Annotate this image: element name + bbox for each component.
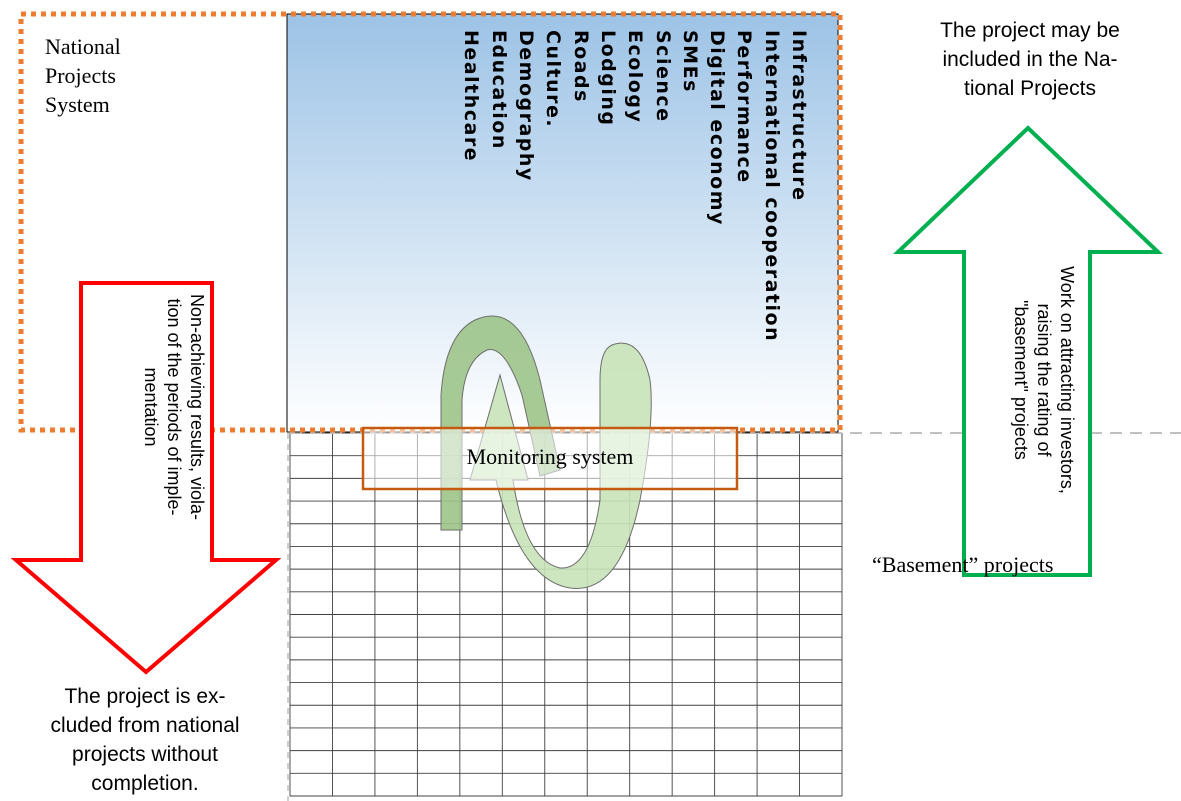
- exclusion-arrow: [10, 281, 282, 675]
- project-item: International cooperation: [760, 30, 783, 343]
- exclusion-outcome-line: cluded from national: [50, 714, 240, 737]
- monitoring-system-label: Monitoring system: [466, 444, 634, 469]
- system-label-line: Projects: [45, 63, 116, 88]
- inclusion-reason-line: raising the rating of: [1034, 303, 1054, 457]
- project-item: Ecology: [624, 30, 647, 124]
- exclusion-arrow-text: Non-achieving results, viola- tion of th…: [139, 292, 208, 522]
- inclusion-arrow: [893, 125, 1163, 577]
- monitoring-system-box: [361, 426, 739, 491]
- system-label-line: National: [45, 34, 121, 59]
- cycle-arrow-front: [469, 342, 652, 589]
- national-projects-list: Infrastructure International cooperation…: [312, 30, 812, 430]
- exclusion-outcome-line: projects without: [72, 743, 218, 766]
- project-item: SMEs: [678, 30, 701, 93]
- project-item: Performance: [733, 30, 756, 184]
- project-item: Healthcare: [460, 30, 483, 163]
- exclusion-reason-line: tion of the periods of imple-: [164, 298, 184, 516]
- cycle-arrow-back: [440, 315, 561, 531]
- project-item: Education: [487, 30, 510, 150]
- project-item: Lodging: [596, 30, 619, 127]
- inclusion-outcome-label: The project may be included in the Na- t…: [890, 16, 1170, 103]
- inclusion-reason-line: "basement" projects: [1011, 300, 1031, 460]
- exclusion-outcome-line: The project is ex-: [64, 685, 226, 708]
- inclusion-reason-line: Work on attracting investors,: [1057, 266, 1077, 494]
- project-item: Digital economy: [706, 30, 729, 226]
- project-item: Roads: [569, 30, 592, 103]
- exclusion-outcome-line: completion.: [91, 772, 199, 795]
- cycle-arrows: [440, 315, 652, 589]
- project-item: Culture.: [542, 30, 565, 129]
- inclusion-outcome-line: tional Projects: [964, 77, 1096, 100]
- exclusion-outcome-label: The project is ex- cluded from national …: [10, 682, 280, 798]
- project-item: Demography: [515, 30, 538, 182]
- system-label-line: System: [45, 92, 110, 117]
- inclusion-outcome-line: The project may be: [940, 19, 1120, 42]
- inclusion-outcome-line: included in the Na-: [942, 48, 1118, 71]
- inclusion-arrow-text: Work on attracting investors, raising th…: [1009, 220, 1078, 540]
- exclusion-reason-line: mentation: [141, 367, 161, 447]
- project-item: Science: [651, 30, 674, 123]
- national-projects-panel: [286, 13, 839, 433]
- system-label: National Projects System: [45, 32, 121, 119]
- basement-projects-label: “Basement” projects: [872, 552, 1054, 577]
- exclusion-reason-line: Non-achieving results, viola-: [187, 293, 207, 521]
- project-item: Infrastructure: [788, 30, 810, 202]
